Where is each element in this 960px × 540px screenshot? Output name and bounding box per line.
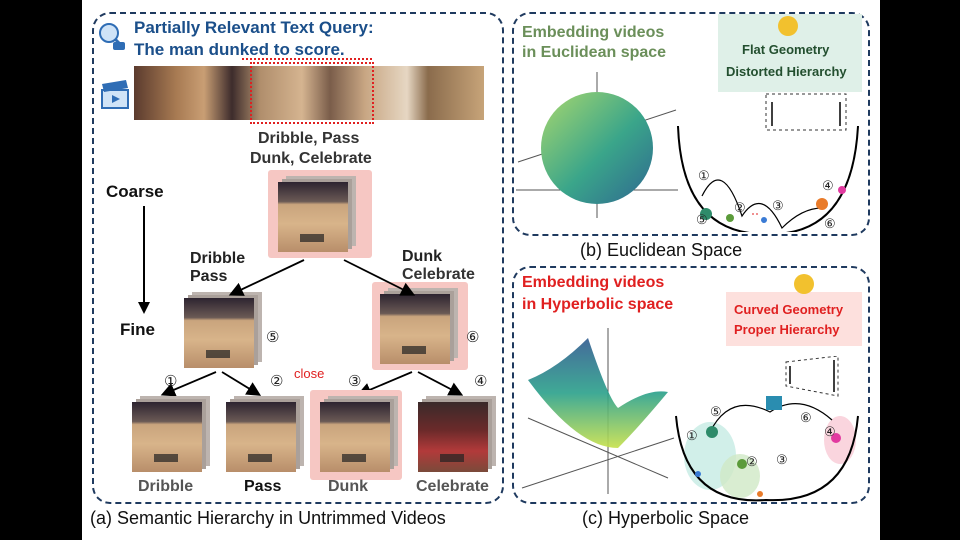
query-line1: Partially Relevant Text Query: (134, 18, 374, 37)
euclid-marker-1: ① (698, 168, 710, 183)
euclid-box-line1: Flat Geometry (742, 42, 830, 57)
euclid-title-line1: Embedding videos (522, 24, 665, 41)
clapperboard-icon (100, 80, 132, 110)
leaf-pass-thumbnail (226, 396, 304, 472)
hyper-title-line1: Embedding videos (522, 274, 665, 291)
caption-c: (c) Hyperbolic Space (582, 508, 750, 528)
euclid-marker-5: ⑤ (696, 212, 708, 227)
panel-a-border (92, 12, 504, 504)
figure-canvas: Partially Relevant Text Query: The man d… (82, 0, 880, 540)
mid-right-label-line1: Dunk (402, 248, 442, 265)
root-label-line2: Dunk, Celebrate (250, 150, 372, 167)
panel-b-border (512, 12, 870, 236)
hyper-marker-4: ④ (824, 424, 836, 439)
close-label: close (294, 366, 325, 381)
leaf-label-dribble: Dribble (138, 478, 194, 495)
hyper-info-box (726, 292, 862, 346)
mid-left-thumbnail (184, 292, 262, 368)
query-underline (242, 58, 372, 60)
euclid-marker-2: ② (734, 200, 746, 215)
leaf-label-pass: Pass (244, 478, 282, 495)
euclid-marker-3: ③ (772, 198, 784, 213)
hyper-marker-5: ⑤ (710, 404, 722, 419)
hyper-marker-2: ② (746, 454, 758, 469)
node6-marker: ⑥ (466, 329, 480, 346)
hyper-saddle-plot (521, 328, 675, 494)
smile-emoji-icon (794, 274, 814, 294)
coarse-to-fine-arrow (138, 206, 150, 314)
mid-right-thumbnail (380, 288, 458, 364)
hyper-box-line1: Curved Geometry (734, 302, 844, 317)
euclid-marker-6: ⑥ (824, 216, 836, 231)
euclid-title-line2: in Euclidean space (522, 44, 667, 61)
caption-a: (a) Semantic Hierarchy in Untrimmed Vide… (90, 508, 446, 528)
hyper-marker-1: ① (686, 428, 698, 443)
fine-label: Fine (120, 320, 155, 339)
euclid-sphere-plot (516, 72, 678, 218)
hierarchy-tree-edges (160, 259, 464, 397)
leaf-celebrate-thumbnail (418, 396, 496, 472)
root-thumbnail (278, 176, 356, 252)
panel-c-border (512, 266, 870, 504)
video-strip-highlight (250, 62, 374, 124)
leaf-dunk-thumbnail (320, 396, 398, 472)
mid-left-label-line1: Dribble (190, 250, 246, 267)
query-icon (98, 22, 128, 52)
euclid-marker-4: ④ (822, 178, 834, 193)
leaf-dribble-thumbnail (132, 396, 210, 472)
leaf1-marker: ① (164, 373, 178, 390)
caption-b: (b) Euclidean Space (580, 240, 743, 260)
leaf4-marker: ④ (474, 373, 488, 390)
coarse-label: Coarse (106, 182, 164, 201)
leaf3-marker: ③ (348, 373, 362, 390)
leaf2-marker: ② (270, 373, 284, 390)
mid-left-label-line2: Pass (190, 268, 228, 285)
root-label-line1: Dribble, Pass (258, 130, 360, 147)
query-line2: The man dunked to score. (134, 40, 345, 59)
hyper-hierarchy-plot (675, 356, 859, 502)
confused-emoji-icon (778, 16, 798, 36)
hyper-marker-6: ⑥ (800, 410, 812, 425)
node5-marker: ⑤ (266, 329, 280, 346)
hyper-box-line2: Proper Hierarchy (734, 322, 840, 337)
video-strip (134, 66, 484, 120)
euclid-box-line2: Distorted Hierarchy (726, 64, 847, 79)
leaf-label-dunk: Dunk (328, 478, 368, 495)
euclid-hierarchy-plot (677, 93, 859, 232)
leaf-label-celebrate: Celebrate (416, 478, 489, 495)
mid-right-label-line2: Celebrate (402, 266, 475, 283)
hyper-marker-3: ③ (776, 452, 788, 467)
hyper-title-line2: in Hyperbolic space (522, 296, 674, 313)
